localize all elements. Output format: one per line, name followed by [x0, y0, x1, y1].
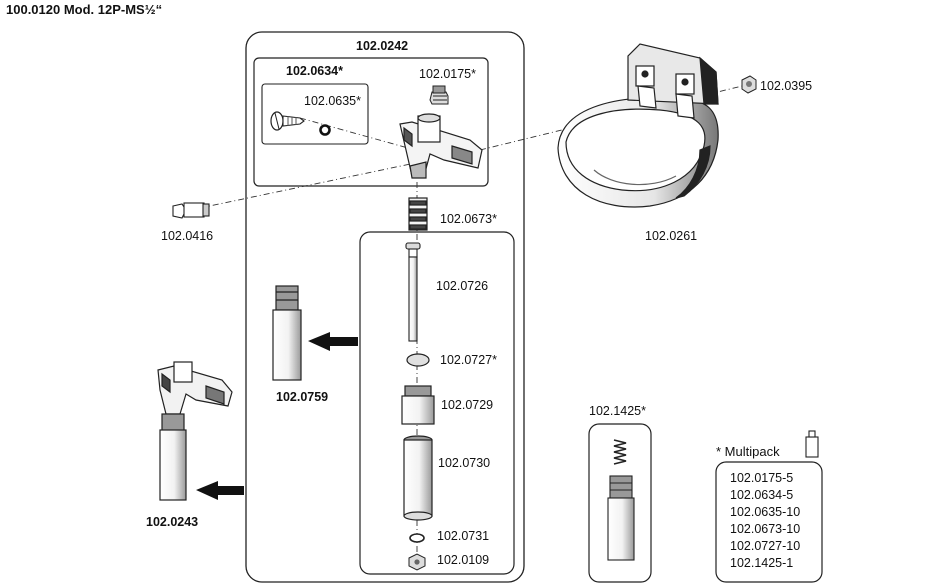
multipack-list: 102.0175-5 102.0634-5 102.0635-10 102.06… [730, 470, 800, 572]
small-ring-icon [409, 533, 425, 543]
multipack-item: 102.0727-10 [730, 539, 801, 553]
part-label-0261: 102.0261 [645, 229, 698, 243]
connector-icon [172, 202, 210, 219]
spring-icon [408, 197, 428, 231]
o-ring-icon [319, 124, 331, 136]
nozzle-icon [272, 285, 302, 381]
part-label-1425: 102.1425* [589, 404, 647, 418]
part-label-0395: 102.0395 [760, 79, 813, 93]
multipack-item: 102.0635-10 [730, 505, 801, 519]
assembly-frame [245, 31, 525, 583]
screw-icon [270, 111, 305, 131]
part-label-0729: 102.0729 [441, 398, 494, 412]
package-icon [805, 430, 819, 458]
multipack-item: 102.1425-1 [730, 556, 794, 570]
part-label-0634: 102.0634* [286, 64, 344, 78]
part-label-0726: 102.0726 [436, 279, 489, 293]
sleeve-icon [401, 385, 435, 425]
part-label-0727: 102.0727* [440, 353, 498, 367]
assembly-label: 102.0242 [356, 39, 409, 53]
cap-icon [429, 85, 449, 105]
pin-icon [405, 242, 421, 342]
spare-box [588, 423, 652, 583]
arrow-left-icon [196, 481, 244, 500]
arrow-left-icon [308, 332, 358, 351]
part-label-0759: 102.0759 [276, 390, 329, 404]
part-label-0635: 102.0635* [304, 94, 362, 108]
bottom-nut-icon [408, 553, 426, 571]
tube-icon [403, 435, 433, 521]
complete-valve-icon [157, 361, 233, 501]
part-label-0243: 102.0243 [146, 515, 199, 529]
multipack-box [715, 461, 823, 583]
valve-icon [399, 113, 483, 179]
spare-spring-icon [607, 439, 635, 561]
part-label-0416: 102.0416 [161, 229, 214, 243]
part-label-0730: 102.0730 [438, 456, 491, 470]
part-label-0175: 102.0175* [419, 67, 477, 81]
washer-icon [406, 353, 430, 367]
part-label-0731: 102.0731 [437, 529, 490, 543]
multipack-item: 102.0673-10 [730, 522, 801, 536]
nut-icon [741, 75, 757, 94]
part-label-0673: 102.0673* [440, 212, 498, 226]
screw-box [261, 83, 369, 145]
valve-head-box [253, 57, 489, 187]
multipack-item: 102.0175-5 [730, 471, 794, 485]
bowl-icon [557, 43, 719, 208]
multipack-item: 102.0634-5 [730, 488, 794, 502]
part-label-0109: 102.0109 [437, 553, 490, 567]
column-box [359, 231, 515, 575]
multipack-title: * Multipack [716, 444, 780, 459]
page-title: 100.0120 Mod. 12P-MS½“ [6, 2, 163, 17]
